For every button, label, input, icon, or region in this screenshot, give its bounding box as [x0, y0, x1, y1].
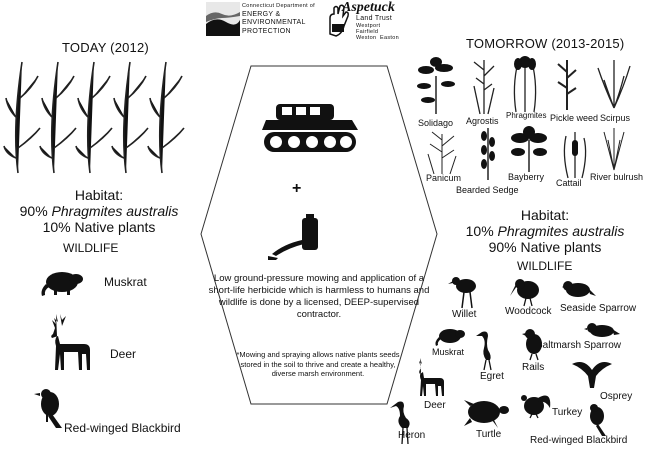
phragmites-plant-icon [513, 56, 537, 113]
plus-sign: + [292, 180, 302, 197]
deer-icon [51, 314, 90, 370]
wildlife-saltmarsh-sparrow: Saltmarsh Sparrow [536, 340, 621, 351]
plant-bayberry: Bayberry [508, 172, 545, 182]
plant-cattail: Cattail [556, 178, 582, 188]
today-habitat-phrag-line: 90% Phragmites australis [0, 203, 198, 219]
process-hexagon-frame [200, 65, 438, 405]
deep-logo-line-1: Connecticut Department of [242, 3, 315, 9]
egret-icon [476, 331, 492, 371]
tomorrow-wildlife-heading: WILDLIFE [517, 259, 573, 273]
wildlife-egret: Egret [480, 371, 504, 382]
muskrat-icon [41, 272, 83, 296]
plant-scirpus: Scirpus [600, 113, 631, 123]
wildlife-seaside-sparrow: Seaside Sparrow [560, 303, 637, 314]
seaside-sparrow-icon [562, 281, 596, 297]
tomorrow-habitat-native: 90% Native plants [488, 239, 602, 255]
aspetuck-title: Aspetuck [342, 0, 395, 15]
wildlife-red-winged-blackbird: Red-winged Blackbird [530, 435, 628, 446]
today-phrag-name: Phragmites australis [51, 203, 179, 219]
phragmites-reeds-icon [3, 61, 185, 174]
willet-icon [448, 277, 476, 309]
tracked-mowing-vehicle-icon [262, 104, 358, 152]
process-description: Low ground-pressure mowing and applicati… [208, 273, 430, 320]
plant-pickle-weed: Pickle weed [550, 113, 599, 123]
bearded-sedge-plant-icon [481, 128, 495, 180]
herbicide-sprayer-icon [268, 214, 318, 260]
deep-logo-line-2: ENERGY & [242, 11, 281, 18]
tomorrow-habitat-label: Habitat: [520, 207, 570, 223]
aspetuck-subtitle: Land Trust [356, 15, 393, 22]
wildlife-turkey: Turkey [552, 407, 583, 418]
deep-logo-line-4: PROTECTION [242, 28, 291, 35]
aspetuck-town-2: Fairfield [356, 29, 379, 35]
tomorrow-habitat-phrag-line: 10% Phragmites australis [440, 223, 650, 239]
tomorrow-phrag-name: Phragmites australis [497, 223, 625, 239]
plant-river-bulrush: River bulrush [590, 172, 644, 182]
turkey-icon [521, 395, 551, 419]
saltmarsh-sparrow-icon [584, 323, 620, 337]
wildlife-rails: Rails [522, 362, 545, 373]
wildlife-woodcock: Woodcock [505, 306, 552, 317]
wildlife-osprey: Osprey [600, 391, 633, 402]
plant-agrostis: Agrostis [466, 116, 499, 126]
tomorrow-heading: TOMORROW (2013-2015) [466, 36, 625, 51]
aspetuck-town-1: Westport [356, 23, 381, 29]
today-wildlife-deer: Deer [110, 347, 137, 361]
rails-icon [522, 329, 542, 361]
cattail-plant-icon [563, 132, 587, 179]
turtle-icon [464, 400, 509, 428]
pickle-weed-plant-icon [557, 60, 577, 110]
plant-bearded-sedge: Bearded Sedge [456, 185, 519, 195]
process-note: *Mowing and spraying allows native plant… [236, 350, 400, 378]
today-wildlife-muskrat: Muskrat [104, 275, 147, 289]
wildlife-saltmarsh-sparrow-text: Saltmarsh Sparrow [536, 340, 622, 351]
aspetuck-logo: Aspetuck Land Trust Westport Fairfield W… [326, 0, 406, 41]
deep-logo: Connecticut Department of ENERGY & ENVIR… [206, 2, 318, 38]
today-heading: TODAY (2012) [62, 40, 149, 55]
bayberry-plant-icon [511, 126, 547, 172]
plant-solidago: Solidago [418, 118, 454, 128]
today-habitat: Habitat: 90% Phragmites australis 10% Na… [0, 187, 198, 235]
woodcock-icon [510, 279, 539, 307]
today-phrag-pct: 90% [19, 203, 48, 219]
red-winged-blackbird-icon [34, 389, 62, 428]
heron-icon [390, 401, 410, 445]
plant-phragmites: Phragmites [506, 111, 547, 120]
plant-panicum: Panicum [426, 173, 462, 183]
today-habitat-label: Habitat: [74, 187, 124, 203]
scirpus-plant-icon [597, 60, 631, 109]
tomorrow-phrag-pct: 10% [465, 223, 494, 239]
wildlife-muskrat: Muskrat [432, 347, 465, 357]
wildlife-heron: Heron [398, 430, 426, 441]
today-habitat-native: 10% Native plants [42, 219, 156, 235]
red-winged-blackbird-small-icon [590, 404, 606, 436]
deep-logo-line-3: ENVIRONMENTAL [242, 19, 306, 26]
tomorrow-habitat: Habitat: 10% Phragmites australis 90% Na… [440, 207, 650, 255]
agrostis-plant-icon [473, 60, 495, 115]
wildlife-deer: Deer [424, 400, 446, 411]
wildlife-turtle: Turtle [476, 429, 502, 440]
today-wildlife-blackbird: Red-winged Blackbird [64, 421, 181, 435]
today-wildlife-heading: WILDLIFE [63, 241, 119, 255]
deep-logo-mark-icon [206, 2, 240, 36]
aspetuck-town-3: Weston [356, 35, 377, 41]
muskrat-small-icon [435, 329, 465, 346]
wildlife-willet: Willet [452, 309, 477, 320]
land-trust-hand-icon [329, 4, 349, 37]
panicum-plant-icon [427, 131, 457, 175]
river-bulrush-plant-icon [603, 128, 625, 171]
osprey-icon [572, 362, 612, 388]
aspetuck-town-4: Easton [380, 35, 399, 41]
solidago-plant-icon [417, 57, 455, 114]
deer-small-icon [419, 358, 444, 396]
